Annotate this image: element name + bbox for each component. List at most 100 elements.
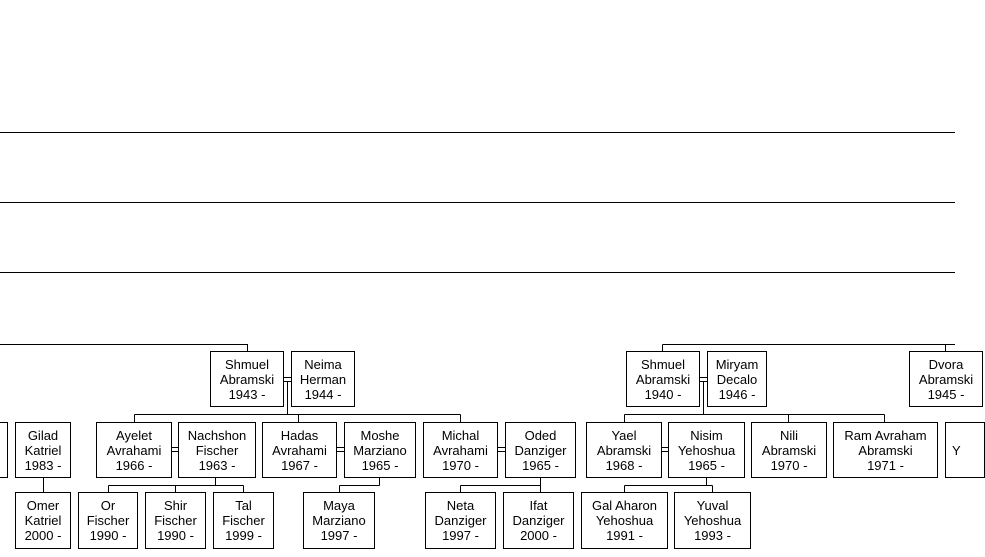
person-years: 2000 - bbox=[520, 528, 557, 543]
person-first-name: Moshe bbox=[360, 427, 400, 443]
person-box-oded-danziger[interactable]: Oded Danziger 1965 - bbox=[505, 422, 576, 478]
person-box-or-fischer[interactable]: Or Fischer 1990 - bbox=[78, 492, 138, 549]
person-box-maya-marziano[interactable]: Maya Marziano 1997 - bbox=[303, 492, 375, 549]
person-years: 1944 - bbox=[304, 386, 342, 402]
family-tree-canvas: Shmuel Abramski 1943 - Neima Herman 1944… bbox=[0, 132, 985, 549]
person-last-name: Abramski bbox=[596, 442, 652, 458]
person-first-name: Tal bbox=[235, 498, 252, 513]
person-box-offscreen-right[interactable]: Y bbox=[945, 422, 985, 478]
person-last-name: Abramski bbox=[918, 371, 974, 387]
person-first-name: Ifat bbox=[529, 498, 548, 513]
person-last-name: Fischer bbox=[222, 513, 265, 528]
person-last-name: Yehoshua bbox=[683, 513, 742, 528]
person-years: 1997 - bbox=[320, 528, 358, 543]
person-box-neta-danziger[interactable]: Neta Danziger 1997 - bbox=[425, 492, 496, 549]
person-last-name: Yehoshua bbox=[677, 442, 736, 458]
person-last-name: Katriel bbox=[24, 513, 62, 528]
person-first-name: Hadas bbox=[280, 427, 319, 443]
person-box-shmuel-abramski-1943[interactable]: Shmuel Abramski 1943 - bbox=[210, 351, 284, 407]
person-first-name: Yael bbox=[611, 427, 637, 443]
person-years: 1991 - bbox=[606, 528, 643, 543]
person-first-name: Dvora bbox=[928, 356, 964, 372]
person-box-dvora-abramski[interactable]: Dvora Abramski 1945 - bbox=[909, 351, 983, 407]
person-years: 1965 - bbox=[688, 457, 725, 473]
person-box-hadas-avrahami[interactable]: Hadas Avrahami 1967 - bbox=[262, 422, 337, 478]
person-box-michal-avrahami[interactable]: Michal Avrahami 1970 - bbox=[423, 422, 498, 478]
person-first-name: Ram Avraham bbox=[844, 427, 927, 443]
person-box-gal-aharon-yehoshua[interactable]: Gal Aharon Yehoshua 1991 - bbox=[581, 492, 668, 549]
person-first-name: Ayelet bbox=[116, 427, 152, 443]
person-last-name: Abramski bbox=[858, 442, 913, 458]
person-years: 1990 - bbox=[89, 528, 127, 543]
person-last-name: Katriel bbox=[24, 442, 62, 458]
person-box-yael-abramski[interactable]: Yael Abramski 1968 - bbox=[586, 422, 662, 478]
person-box-miryam-decalo[interactable]: Miryam Decalo 1946 - bbox=[707, 351, 767, 407]
person-years: 1940 - bbox=[644, 386, 682, 402]
person-last-name: Avrahami bbox=[433, 442, 488, 458]
generation-divider bbox=[0, 202, 955, 203]
person-box-tal-fischer[interactable]: Tal Fischer 1999 - bbox=[213, 492, 274, 549]
person-first-name: Yuval bbox=[696, 498, 729, 513]
person-box-neima-herman[interactable]: Neima Herman 1944 - bbox=[291, 351, 355, 407]
person-years: 1997 - bbox=[442, 528, 479, 543]
person-first-name: Michal bbox=[441, 427, 480, 443]
person-box-shir-fischer[interactable]: Shir Fischer 1990 - bbox=[145, 492, 206, 549]
person-years: 1967 - bbox=[281, 457, 318, 473]
generation-divider bbox=[0, 272, 955, 273]
person-first-name: Shmuel bbox=[640, 356, 686, 372]
person-last-name: Yehoshua bbox=[595, 513, 654, 528]
person-box-nachshon-fischer[interactable]: Nachshon Fischer 1963 - bbox=[178, 422, 256, 478]
generation-divider bbox=[0, 132, 955, 133]
person-last-name: Fischer bbox=[86, 513, 130, 528]
person-years: 1970 - bbox=[770, 457, 808, 473]
person-years: 1963 - bbox=[198, 457, 236, 473]
person-years: 1970 - bbox=[442, 457, 479, 473]
person-first-name: Nili bbox=[779, 427, 799, 443]
person-first-name: Gilad bbox=[27, 427, 59, 443]
person-box-ayelet-avrahami[interactable]: Ayelet Avrahami 1966 - bbox=[96, 422, 172, 478]
person-first-name: Nisim bbox=[690, 427, 723, 443]
person-last-name: Abramski bbox=[635, 371, 691, 387]
person-years: 1971 - bbox=[867, 457, 904, 473]
person-last-name: Decalo bbox=[716, 371, 758, 387]
person-years: 1945 - bbox=[927, 386, 965, 402]
person-years: 1966 - bbox=[115, 457, 153, 473]
person-first-name: Shir bbox=[163, 498, 188, 513]
person-last-name: Avrahami bbox=[106, 442, 162, 458]
person-last-name: Marziano bbox=[312, 513, 366, 528]
person-first-name: Y bbox=[952, 442, 961, 458]
person-years: 1999 - bbox=[225, 528, 262, 543]
person-years: 1993 - bbox=[694, 528, 731, 543]
person-last-name: Abramski bbox=[219, 371, 275, 387]
person-last-name: Fischer bbox=[195, 442, 239, 458]
person-last-name: Danziger bbox=[514, 442, 567, 458]
person-box-nisim-yehoshua[interactable]: Nisim Yehoshua 1965 - bbox=[668, 422, 745, 478]
person-box-nili-abramski[interactable]: Nili Abramski 1970 - bbox=[751, 422, 827, 478]
person-last-name: Herman bbox=[299, 371, 347, 387]
person-years: 1965 - bbox=[522, 457, 559, 473]
person-years: 2000 - bbox=[24, 528, 62, 543]
person-box-ram-avraham-abramski[interactable]: Ram Avraham Abramski 1971 - bbox=[833, 422, 938, 478]
person-years: 1946 - bbox=[718, 386, 756, 402]
person-last-name: Avrahami bbox=[272, 442, 327, 458]
person-years: 1968 - bbox=[605, 457, 643, 473]
person-box-moshe-marziano[interactable]: Moshe Marziano 1965 - bbox=[344, 422, 416, 478]
person-first-name: Neima bbox=[304, 356, 342, 372]
person-years: 1965 - bbox=[361, 457, 399, 473]
person-first-name: Nachshon bbox=[187, 427, 247, 443]
person-first-name: Oded bbox=[524, 427, 557, 443]
person-first-name: Neta bbox=[446, 498, 475, 513]
person-first-name: Omer bbox=[26, 498, 60, 513]
person-box-ifat-danziger[interactable]: Ifat Danziger 2000 - bbox=[503, 492, 574, 549]
person-last-name: Marziano bbox=[353, 442, 407, 458]
person-first-name: Shmuel bbox=[224, 356, 270, 372]
person-first-name: Or bbox=[100, 498, 116, 513]
person-years: 1983 - bbox=[24, 457, 62, 473]
person-box-gilad-katriel[interactable]: Gilad Katriel 1983 - bbox=[15, 422, 71, 478]
person-box-yuval-yehoshua[interactable]: Yuval Yehoshua 1993 - bbox=[674, 492, 751, 549]
person-box-shmuel-abramski-1940[interactable]: Shmuel Abramski 1940 - bbox=[626, 351, 700, 407]
person-box-omer-katriel[interactable]: Omer Katriel 2000 - bbox=[15, 492, 71, 549]
person-first-name: Maya bbox=[323, 498, 355, 513]
person-box-offscreen-left[interactable] bbox=[0, 422, 8, 478]
person-first-name: Gal Aharon bbox=[591, 498, 658, 513]
